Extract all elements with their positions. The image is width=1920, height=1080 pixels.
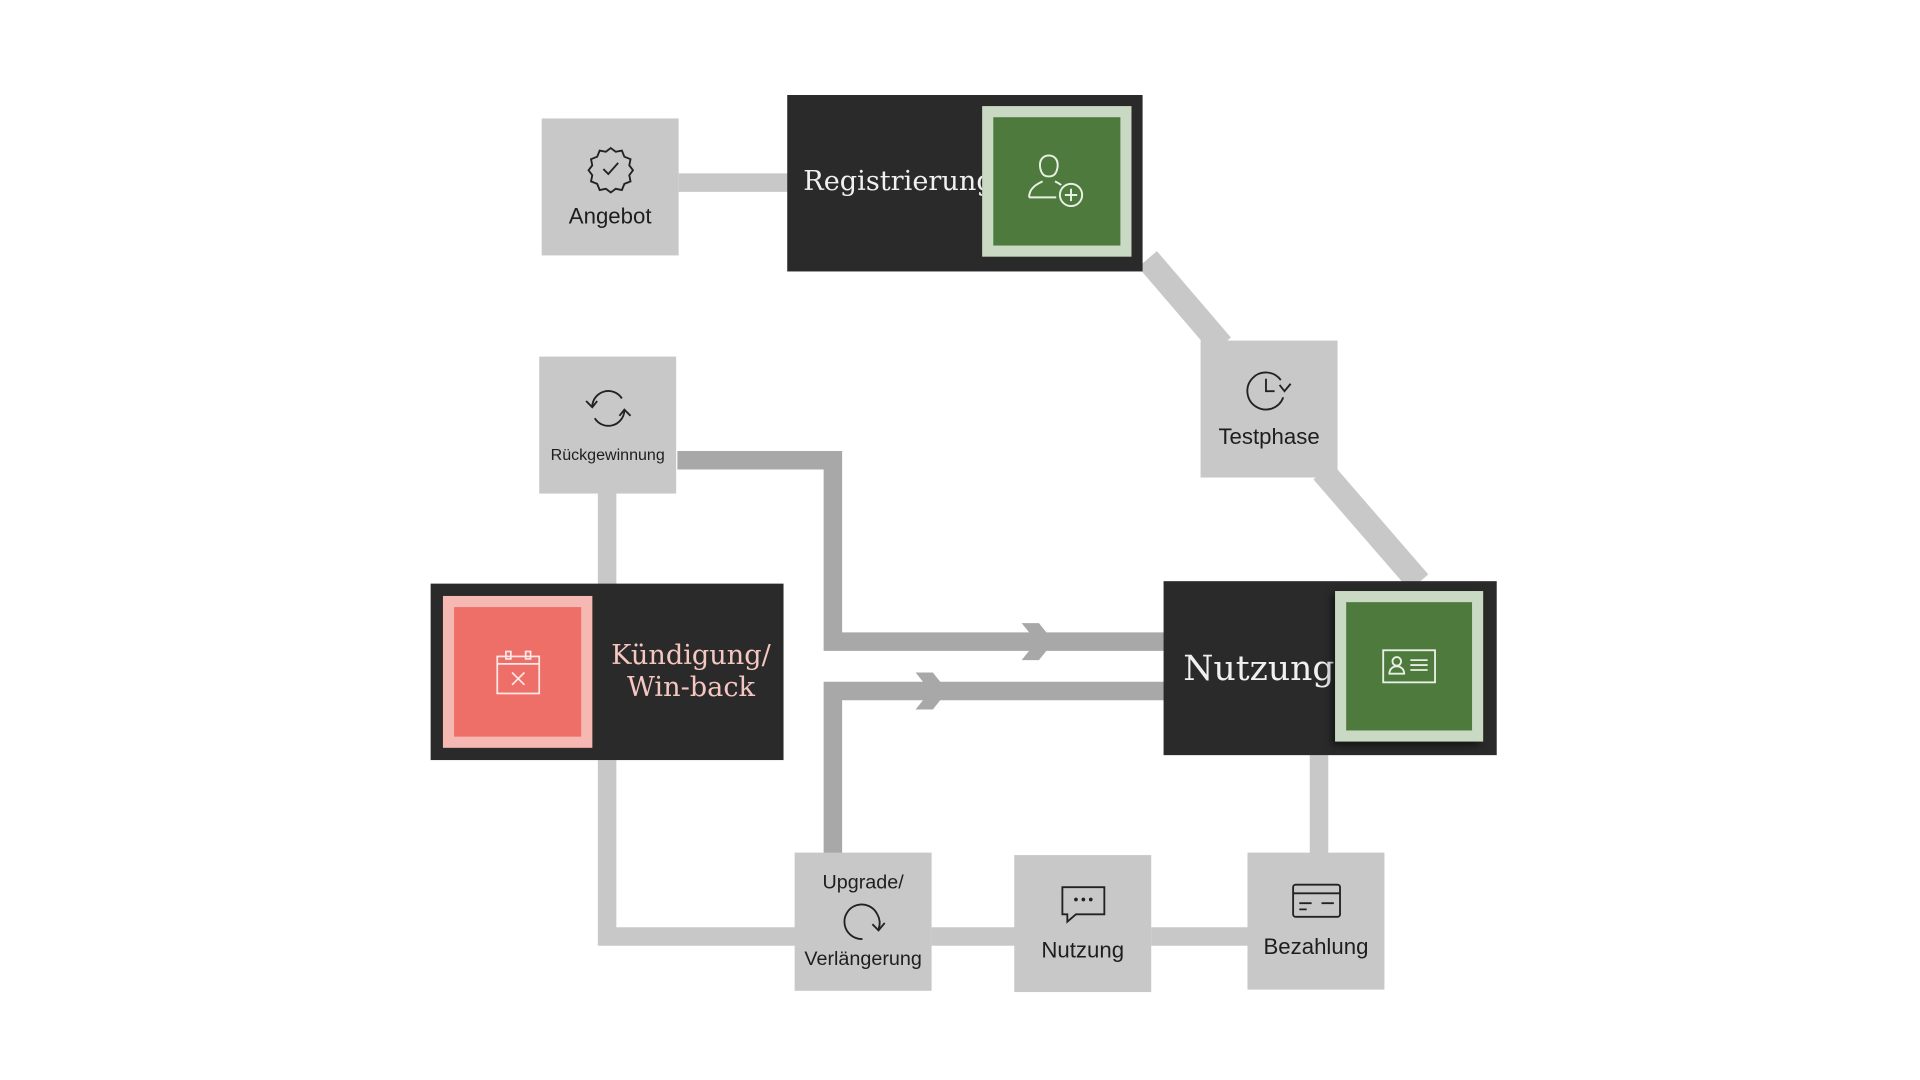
node-label: Registrierung: [803, 166, 994, 198]
nutzung-tile: [1335, 591, 1484, 742]
node-nutzung-main[interactable]: Nutzung: [1163, 581, 1497, 756]
id-card-icon: [1382, 649, 1436, 684]
link-kuendigung-upgrade: [597, 760, 796, 946]
node-label-line-1: Kündigung/: [611, 640, 771, 672]
node-label-line-1: Upgrade/: [822, 872, 904, 894]
node-label: Testphase: [1218, 424, 1320, 450]
redo-icon: [842, 903, 885, 940]
kuendigung-label: Kündigung/ Win-back: [611, 640, 771, 704]
flow-nutzung-upgrade: [823, 681, 1165, 854]
node-registrierung[interactable]: Registrierung: [787, 95, 1143, 272]
badge-check-icon: [586, 146, 634, 194]
clock-arrow-icon: [1245, 371, 1291, 411]
node-label: Bezahlung: [1263, 934, 1369, 959]
kuendigung-tile: [442, 595, 593, 748]
node-label: Rückgewinnung: [550, 445, 665, 464]
node-label-line-2: Win-back: [626, 672, 755, 704]
node-testphase[interactable]: Testphase: [1200, 340, 1338, 478]
node-bezahlung[interactable]: Bezahlung: [1247, 852, 1385, 990]
node-upgrade[interactable]: Upgrade/ Verlängerung: [794, 852, 932, 991]
node-nutzung-small[interactable]: Nutzung: [1014, 855, 1152, 993]
refresh-icon: [584, 390, 631, 427]
chat-bubble-icon: [1060, 886, 1105, 924]
link-testphase-nutzung: [1313, 463, 1429, 591]
calendar-cancel-icon: [495, 650, 540, 694]
node-angebot[interactable]: Angebot: [541, 118, 679, 256]
registrierung-tile: [982, 106, 1132, 257]
flow-chevron-1: [1021, 623, 1054, 661]
credit-card-icon: [1291, 883, 1341, 918]
node-label: Nutzung: [1041, 937, 1125, 963]
link-registrierung-testphase: [1138, 251, 1231, 354]
node-kuendigung[interactable]: Kündigung/ Win-back: [430, 583, 784, 761]
node-rueckgewinnung[interactable]: Rückgewinnung: [539, 356, 677, 494]
node-label-line-2: Verlängerung: [804, 948, 922, 970]
node-label: Nutzung: [1183, 647, 1335, 689]
flow-rueckgewinnung-nutzung: [677, 450, 1165, 651]
flow-chevron-2: [915, 672, 948, 710]
user-add-icon: [1027, 154, 1083, 208]
node-label: Angebot: [568, 203, 652, 229]
